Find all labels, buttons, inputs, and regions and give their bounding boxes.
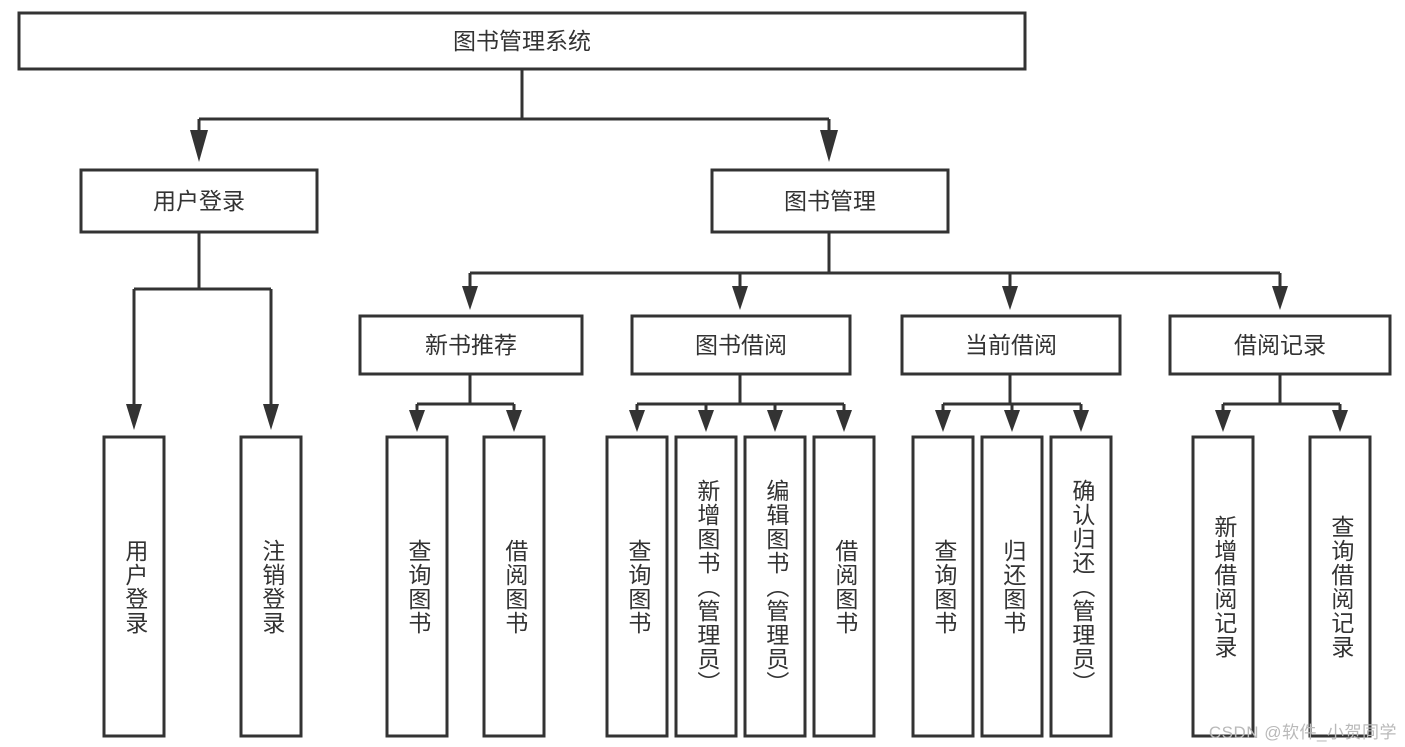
- node-new-book-rec-box[interactable]: [358, 314, 584, 376]
- arrow-head-leaf-add-book: [698, 410, 714, 432]
- connector-group-book-manage: [462, 232, 1288, 310]
- leaf-query-book-bor-box[interactable]: [605, 435, 669, 738]
- leaf-add-book-box[interactable]: [674, 435, 738, 738]
- leaf-query-book-rec-box[interactable]: [385, 435, 449, 738]
- arrow-head-borrow-record: [1272, 286, 1288, 310]
- leaf-logout-login-box[interactable]: [239, 435, 303, 738]
- arrow-head-leaf-query-book-cur: [935, 410, 951, 432]
- node-borrow-record-label: 借阅记录: [1234, 332, 1326, 358]
- arrow-head-leaf-logout-login: [263, 404, 279, 430]
- node-current-borrow-box[interactable]: [900, 314, 1122, 376]
- node-new-book-rec-label: 新书推荐: [425, 332, 517, 358]
- leaf-box-group: [102, 435, 1372, 738]
- node-root[interactable]: 图书管理系统: [17, 11, 1027, 71]
- leaf-confirm-return-box[interactable]: [1049, 435, 1113, 738]
- connector-group-user-login: [126, 232, 279, 430]
- leaf-return-book-box[interactable]: [980, 435, 1044, 738]
- arrow-head-user-login: [190, 130, 208, 162]
- connector-group-book-borrow: [629, 374, 852, 432]
- node-user-login[interactable]: 用户登录: [79, 168, 319, 234]
- arrow-head-leaf-query-book-bor: [629, 410, 645, 432]
- connector-group-current-borrow: [935, 374, 1089, 432]
- node-book-manage-box[interactable]: [710, 168, 950, 234]
- arrow-head-book-manage: [820, 130, 838, 162]
- arrow-head-book-borrow: [732, 286, 748, 310]
- node-book-manage-label: 图书管理: [784, 188, 876, 214]
- node-borrow-record[interactable]: 借阅记录: [1168, 314, 1392, 376]
- leaf-add-record-box[interactable]: [1191, 435, 1255, 738]
- arrow-head-leaf-borrow-book-rec: [506, 410, 522, 432]
- node-root-label: 图书管理系统: [453, 28, 591, 54]
- arrow-head-leaf-user-login: [126, 404, 142, 430]
- arrow-head-leaf-borrow-book-bor: [836, 410, 852, 432]
- leaf-user-login-box[interactable]: [102, 435, 166, 738]
- node-current-borrow-label: 当前借阅: [965, 332, 1057, 358]
- connector-group-new-book-rec: [409, 374, 522, 432]
- leaf-borrow-book-bor-box[interactable]: [812, 435, 876, 738]
- arrow-head-leaf-query-record: [1332, 410, 1348, 432]
- leaf-query-book-cur-box[interactable]: [911, 435, 975, 738]
- arrow-head-leaf-add-record: [1215, 410, 1231, 432]
- connector-group-root: [190, 69, 838, 162]
- arrow-head-leaf-confirm-return: [1073, 410, 1089, 432]
- arrow-head-leaf-query-book-rec: [409, 410, 425, 432]
- node-current-borrow[interactable]: 当前借阅: [900, 314, 1122, 376]
- node-book-borrow-label: 图书借阅: [695, 332, 787, 358]
- node-user-login-box[interactable]: [79, 168, 319, 234]
- watermark-text: CSDN @软件_小贺同学: [1208, 723, 1397, 742]
- leaf-borrow-book-rec-box[interactable]: [482, 435, 546, 738]
- node-borrow-record-box[interactable]: [1168, 314, 1392, 376]
- arrow-head-new-book-rec: [462, 286, 478, 310]
- node-user-login-label: 用户登录: [153, 188, 245, 214]
- arrow-head-current-borrow: [1002, 286, 1018, 310]
- node-book-manage[interactable]: 图书管理: [710, 168, 950, 234]
- arrow-head-leaf-return-book: [1004, 410, 1020, 432]
- leaf-edit-book-box[interactable]: [743, 435, 807, 738]
- node-new-book-rec[interactable]: 新书推荐: [358, 314, 584, 376]
- node-book-borrow-box[interactable]: [630, 314, 852, 376]
- arrow-head-leaf-edit-book: [767, 410, 783, 432]
- leaf-query-record-box[interactable]: [1308, 435, 1372, 738]
- connector-group-borrow-record: [1215, 374, 1348, 432]
- node-book-borrow[interactable]: 图书借阅: [630, 314, 852, 376]
- node-root-box[interactable]: [17, 11, 1027, 71]
